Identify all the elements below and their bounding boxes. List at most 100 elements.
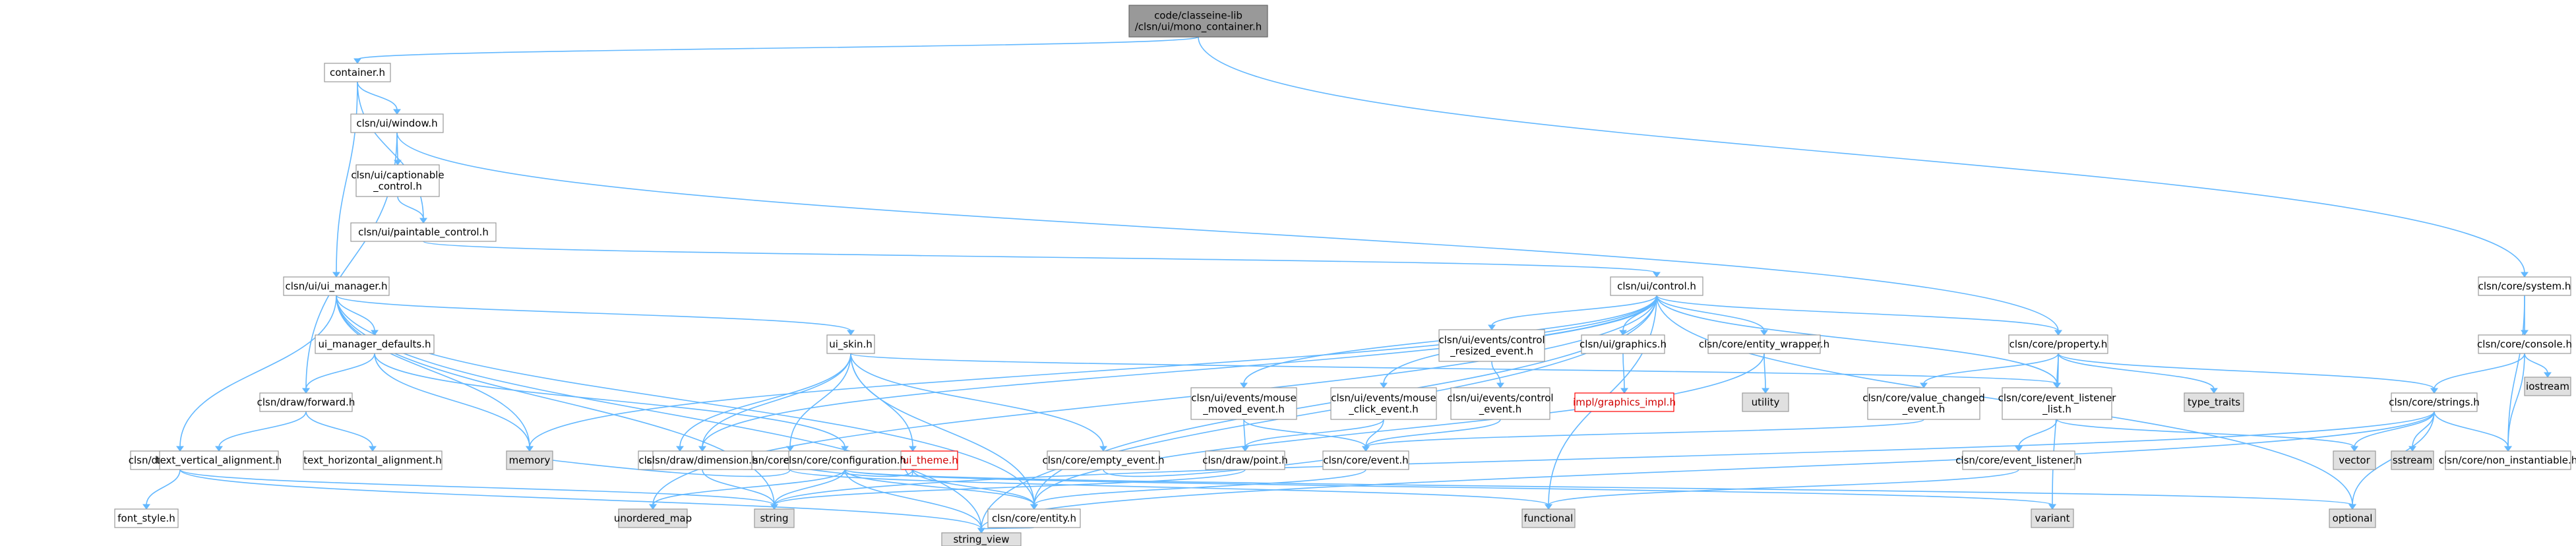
edge-control-to-graphics (1619, 295, 1657, 336)
node-utility[interactable]: utility (1742, 392, 1789, 412)
node-label: _moved_event.h (1202, 404, 1284, 416)
edge-line (336, 295, 375, 332)
edge-graphics-to-graphics_impl (1620, 353, 1628, 394)
edge-line (679, 353, 851, 448)
node-font-style[interactable]: font_style.h (114, 508, 179, 528)
edge-arrowhead (676, 446, 684, 452)
edge-arrowhead (698, 446, 706, 452)
node-label: clsn/draw/point.h (1202, 454, 1288, 466)
edge-captionable-to-paintable (397, 196, 427, 224)
node-label: clsn/core/empty_event.h (1043, 454, 1165, 467)
node-box (1742, 392, 1789, 412)
node-functional[interactable]: functional (1521, 508, 1576, 528)
edge-arrowhead (526, 446, 534, 452)
node-mouse-click[interactable]: clsn/ui/events/mouse_click_event.h (1330, 387, 1437, 420)
node-box (350, 222, 497, 242)
node-event-listener-list[interactable]: clsn/core/event_listener_list.h (1998, 387, 2117, 420)
node-vector[interactable]: vector (2333, 450, 2376, 470)
node-strings[interactable]: clsn/core/strings.h (2389, 392, 2480, 412)
edge-strings-to-string (770, 411, 2435, 510)
edge-line (1656, 295, 1765, 332)
node-sstream[interactable]: sstream (2391, 450, 2434, 470)
node-draw-forward[interactable]: clsn/draw/forward.h (257, 392, 355, 412)
node-label: string_view (953, 533, 1009, 546)
node-box (1330, 387, 1437, 420)
node-ui-manager[interactable]: clsn/ui/ui_manager.h (283, 276, 390, 296)
node-property[interactable]: clsn/core/property.h (2008, 334, 2108, 354)
edge-line (2354, 411, 2435, 448)
node-window[interactable]: clsn/ui/window.h (350, 113, 444, 133)
node-variant[interactable]: variant (2031, 508, 2074, 528)
node-configuration[interactable]: clsn/core/configuration.h (783, 450, 906, 470)
node-container[interactable]: container.h (324, 63, 391, 82)
edge-line (179, 469, 775, 506)
nodes-layer: code/classeine-lib/clsn/ui/mono_containe… (114, 5, 2576, 546)
node-entity-wrapper[interactable]: clsn/core/entity_wrapper.h (1699, 334, 1829, 354)
node-ui-manager-defaults[interactable]: ui_manager_defaults.h (315, 334, 435, 354)
node-box (1450, 387, 1550, 420)
edge-line (396, 132, 2059, 332)
edge-arrowhead (2348, 504, 2356, 510)
node-root[interactable]: code/classeine-lib/clsn/ui/mono_containe… (1128, 5, 1268, 38)
edge-property-to-type_traits (2058, 353, 2218, 394)
node-string[interactable]: string (754, 508, 795, 528)
edge-system-to-non_instantiable (2504, 295, 2525, 452)
node-non-instantiable[interactable]: clsn/core/non_instantiable.h (2439, 450, 2576, 470)
edge-arrowhead (909, 446, 917, 452)
node-value-changed[interactable]: clsn/core/value_changed_event.h (1862, 387, 1985, 420)
node-string-view[interactable]: string_view (941, 532, 1022, 546)
node-text-horizontal[interactable]: text_horizontal_alignment.h (303, 450, 443, 470)
node-console[interactable]: clsn/core/console.h (2477, 334, 2572, 354)
node-label: clsn/draw/dimension.h (647, 454, 758, 466)
node-box (2008, 334, 2108, 354)
node-label: _list.h (2042, 404, 2071, 416)
edge-configuration-to-unordered_map (649, 469, 845, 510)
node-label: code/classeine-lib (1154, 10, 1242, 22)
node-paintable[interactable]: clsn/ui/paintable_control.h (350, 222, 497, 242)
node-point[interactable]: clsn/draw/point.h (1202, 450, 1288, 470)
edge-line (146, 469, 181, 506)
node-dimension[interactable]: clsn/draw/dimension.h (647, 450, 758, 470)
node-label: clsn/core/value_changed (1862, 392, 1985, 405)
node-empty-event[interactable]: clsn/core/empty_event.h (1043, 450, 1165, 470)
node-event-listener[interactable]: clsn/core/event_listener.h (1955, 450, 2082, 470)
node-label: clsn/core/event_listener (1998, 392, 2117, 405)
node-box (987, 508, 1081, 528)
node-iostream[interactable]: iostream (2524, 377, 2571, 396)
node-memory[interactable]: memory (506, 450, 553, 470)
node-text-vertical[interactable]: text_vertical_alignment.h (156, 450, 282, 470)
node-ui-skin[interactable]: ui_skin.h (826, 334, 875, 354)
node-resized[interactable]: clsn/ui/events/control_resized_event.h (1438, 329, 1545, 362)
edge-arrowhead (1545, 504, 1552, 510)
edge-configuration-to-variant (844, 469, 2056, 510)
node-box (506, 450, 553, 470)
edge-arrowhead (2504, 446, 2512, 452)
node-captionable[interactable]: clsn/ui/captionable_control.h (351, 164, 445, 197)
node-mouse-moved[interactable]: clsn/ui/events/mouse_moved_event.h (1190, 387, 1297, 420)
edge-arrowhead (770, 504, 778, 510)
edge-arrowhead (393, 109, 401, 115)
edge-line (850, 353, 1104, 448)
edge-line (305, 411, 373, 448)
node-system[interactable]: clsn/core/system.h (2478, 276, 2571, 296)
node-optional[interactable]: optional (2329, 508, 2376, 528)
node-control-event[interactable]: clsn/ui/events/control_event.h (1447, 387, 1554, 420)
node-unordered-map[interactable]: unordered_map (614, 508, 692, 528)
node-graphics[interactable]: clsn/ui/graphics.h (1579, 334, 1667, 354)
node-graphics-impl[interactable]: impl/graphics_impl.h (1573, 392, 1676, 412)
node-entity[interactable]: clsn/core/entity.h (987, 508, 1081, 528)
node-type-traits[interactable]: type_traits (2184, 392, 2244, 412)
edge-line (305, 353, 375, 390)
edge-arrowhead (1620, 388, 1628, 394)
edge-line (774, 469, 1246, 506)
node-control[interactable]: clsn/ui/control.h (1610, 276, 1703, 296)
node-label: clsn/core/non_instantiable.h (2439, 454, 2576, 467)
node-box (652, 450, 752, 470)
edge-ui_skin-to-event_listener_list (850, 353, 2061, 388)
edge-arrowhead (1920, 382, 1928, 388)
edge-line (423, 241, 1657, 274)
node-event[interactable]: clsn/core/event.h (1322, 450, 1409, 470)
edge-line (1491, 361, 1501, 384)
edge-line (179, 295, 337, 448)
